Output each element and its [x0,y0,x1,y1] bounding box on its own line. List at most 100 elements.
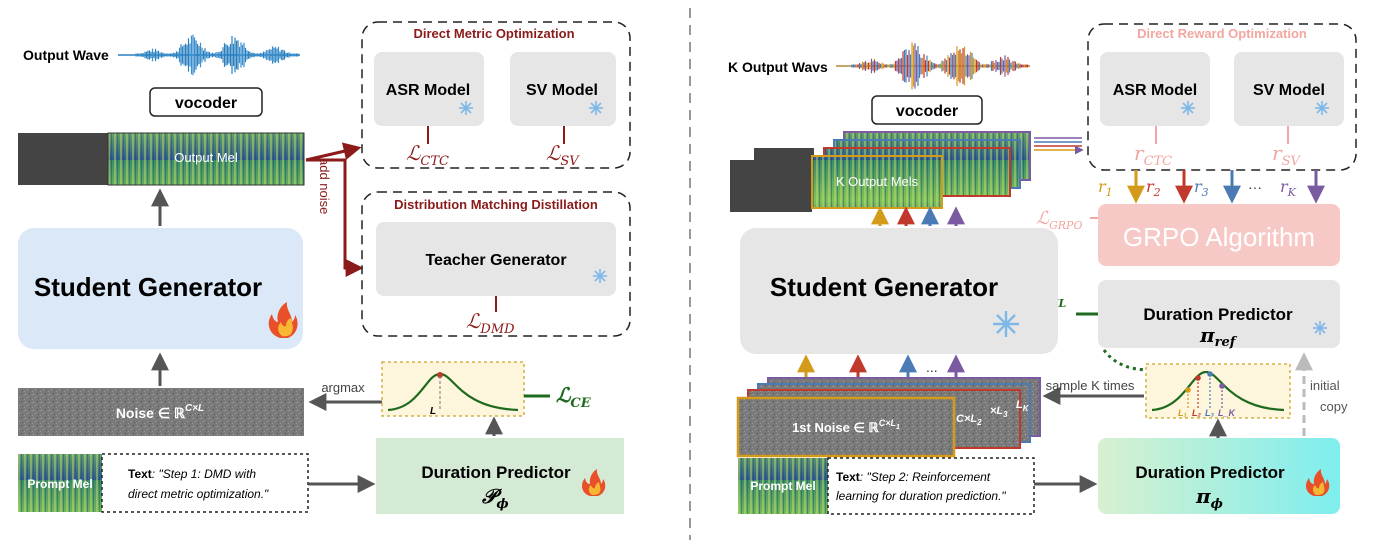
sample-point-k [1219,383,1225,389]
duration-ref-box [1098,280,1340,348]
duration-ref-symbol: πref [1199,323,1238,350]
dmd-title: Distribution Matching Distillation [394,197,598,212]
prompt-text-line1: Text: "Step 1: DMD with [128,467,256,481]
grpo-algorithm-label: GRPO Algorithm [1123,222,1315,252]
kl-dotted-link [1102,349,1151,372]
fire-icon [1306,469,1330,496]
noise-label: Noise ∈ ℝC×L [116,403,204,421]
mel-padding-block-right [730,160,812,212]
vocoder-box-right [871,95,983,125]
reward-1: r1 [1098,177,1113,199]
fire-icon [268,302,298,338]
output-mel-spectrogram [107,132,305,186]
reward-2: r2 [1146,177,1161,199]
vocoder-label: vocoder [175,95,237,112]
snowflake-icon [1313,321,1327,335]
duration-ref-label: Duration Predictor [1143,305,1293,324]
student-generator-box [18,228,303,349]
duration-symbol-right: πϕ [1195,484,1223,512]
mel-to-teacher-arrow [306,158,364,277]
duration-predictor-box [376,438,624,514]
sv-model-label: SV Model [526,82,598,99]
asr-model-box [374,52,484,126]
prompt-text-box [101,453,309,513]
vocoder-label-right: vocoder [896,103,958,120]
noise-stack-1 [736,396,956,458]
loss-grpo: ℒGRPO [1036,208,1082,232]
l-marker: L [430,406,436,417]
asr-model-label: ASR Model [386,82,470,99]
dro-group [1087,23,1357,171]
output-wave-icon [135,34,299,76]
loss-dmd: ℒDMD [466,309,515,337]
add-noise-label: add noise [317,158,332,214]
student-generator-label: Student Generator [34,272,262,302]
snowflake-icon [459,101,473,115]
k-output-wavs-icon [851,42,1029,90]
dro-title: Direct Reward Optimization [1137,26,1307,41]
prompt-text-line2: direct metric optimization." [128,487,269,501]
noise-label-right: 1st Noise ∈ ℝC×L1 [792,418,900,435]
sv-model-label-right: SV Model [1253,82,1325,99]
prompt-mel-label-right: Prompt Mel [750,479,815,493]
sample-point-3 [1207,371,1213,377]
snowflake-icon [1181,101,1195,115]
duration-predictor-box-right [1098,438,1340,514]
mel-padding-block [18,133,108,185]
grpo-algorithm-box [1098,204,1340,266]
prompt-mel-label: Prompt Mel [27,477,92,491]
l-mark-2: L₂ [1192,408,1201,418]
reward-sv: rSV [1272,141,1301,169]
duration-distribution-box [381,361,525,417]
snowflake-icon [993,311,1019,337]
snowflake-icon [1315,101,1329,115]
dmo-title: Direct Metric Optimization [413,26,574,41]
student-generator-box-right [740,228,1058,354]
prompt-mel-block-right [738,458,828,514]
argmax-point [437,372,443,378]
noise-tail-k: LK [1016,399,1030,413]
reward-ellipsis: ··· [1248,179,1262,195]
student-generator-label-right: Student Generator [770,272,998,302]
initial-copy-label-2: copy [1320,399,1348,414]
mel-padding-back [754,148,814,160]
sample-point-1 [1185,387,1191,393]
mel-to-dmo-arrow [305,142,362,162]
l-mark-3: L₃ [1205,408,1214,418]
output-wavs-label: K Output Wavs [728,59,828,75]
loss-sv: ℒSV [546,141,580,169]
reward-3: r3 [1194,177,1209,199]
loss-ce: ℒCE [556,383,592,411]
teacher-generator-label: Teacher Generator [425,252,566,269]
prompt-text-box-right [827,457,1035,515]
duration-predictor-label: Duration Predictor [421,463,571,482]
prompt-mel-block [18,454,102,512]
reward-k: rK [1280,177,1297,199]
teacher-generator-box [376,222,616,296]
vocoder-box [149,87,263,117]
l-mark-1: L₁ [1178,408,1187,418]
sample-point-2 [1195,375,1201,381]
prompt-text-line1-right: Text: "Step 2: Reinforcement [836,470,991,484]
gaussian-curve-right [1151,370,1285,412]
snowflake-icon [593,269,607,283]
dmd-group [361,191,631,337]
asr-model-label-right: ASR Model [1113,82,1197,99]
prompt-text-line2-right: learning for duration prediction." [836,489,1006,503]
noise-block [18,388,304,436]
fire-icon [582,469,606,496]
noise-tail-3: ×L3 [990,405,1008,419]
reward-ctc: rCTC [1134,141,1172,169]
loss-ctc: ℒCTC [406,141,449,169]
l-mark-k: L_K [1218,408,1237,418]
duration-predictor-label-right: Duration Predictor [1135,463,1285,482]
noise-arrow-ellipsis: ... [926,359,938,375]
snowflake-icon [589,101,603,115]
argmax-label: argmax [321,380,365,395]
output-mel-label: Output Mel [174,150,238,165]
dmo-group [361,21,631,169]
output-wave-label: Output Wave [23,47,109,63]
sample-k-label: sample K times [1046,378,1135,393]
initial-copy-label-1: initial [1310,378,1340,393]
